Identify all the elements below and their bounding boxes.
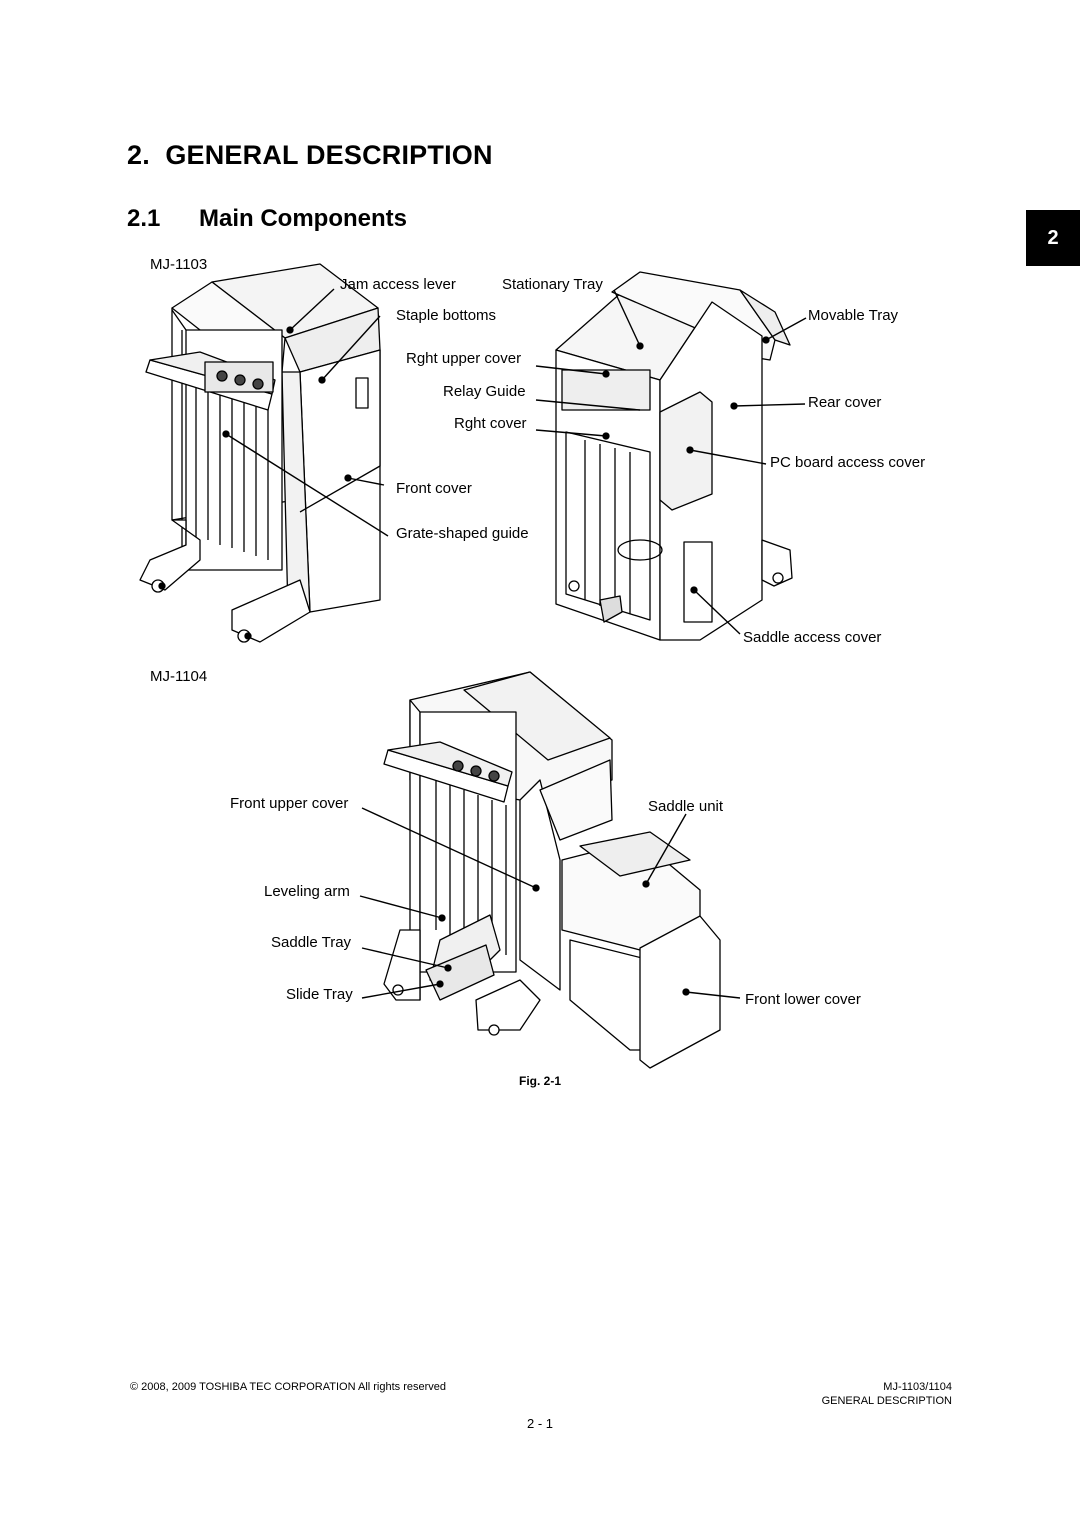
label-grate-shaped-guide: Grate-shaped guide — [396, 525, 529, 542]
label-leveling-arm: Leveling arm — [264, 883, 350, 900]
model-label-bottom: MJ-1104 — [150, 668, 208, 685]
section-heading: 2.1 Main Components — [127, 205, 407, 233]
mj1104-view — [383, 671, 721, 1069]
label-relay-guide: Relay Guide — [443, 383, 526, 400]
leader-lines — [225, 288, 807, 999]
footer-section: GENERAL DESCRIPTION — [821, 1395, 952, 1407]
label-saddle-unit: Saddle unit — [648, 798, 724, 815]
footer-model: MJ-1103/1104 — [883, 1381, 952, 1393]
footer-copyright: © 2008, 2009 TOSHIBA TEC CORPORATION All… — [130, 1381, 447, 1393]
label-front-lower-cover: Front lower cover — [745, 991, 861, 1008]
mj1103-rear-view — [555, 271, 793, 641]
label-saddle-tray: Saddle Tray — [271, 934, 352, 951]
page-number: 2 - 1 — [526, 1416, 553, 1431]
label-slide-tray: Slide Tray — [286, 986, 353, 1003]
label-jam-access-lever: Jam access lever — [340, 276, 456, 293]
label-movable-tray: Movable Tray — [808, 307, 899, 324]
label-rght-upper-cover: Rght upper cover — [406, 350, 522, 367]
label-rear-cover: Rear cover — [808, 394, 882, 411]
label-stationary-tray: Stationary Tray — [502, 276, 603, 293]
figure-caption: Fig. 2-1 — [518, 1074, 561, 1088]
section-number: 2.1 — [127, 205, 161, 232]
label-front-upper-cover: Front upper cover — [230, 795, 349, 812]
label-rght-cover: Rght cover — [454, 415, 527, 432]
label-pc-board-access-cover: PC board access cover — [770, 454, 926, 471]
heading-title: GENERAL DESCRIPTION — [165, 140, 493, 170]
chapter-tab: 2 — [1026, 210, 1080, 266]
label-front-cover: Front cover — [396, 480, 472, 497]
model-label-top: MJ-1103 — [150, 256, 208, 273]
label-staple-bottoms: Staple bottoms — [396, 307, 497, 324]
heading-number: 2. — [127, 140, 150, 170]
mj1103-front-view — [139, 263, 381, 643]
label-saddle-access-cover: Saddle access cover — [743, 629, 882, 646]
page-heading: 2. GENERAL DESCRIPTION — [127, 140, 493, 171]
component-illustration — [139, 263, 807, 1069]
section-title: Main Components — [199, 205, 407, 232]
